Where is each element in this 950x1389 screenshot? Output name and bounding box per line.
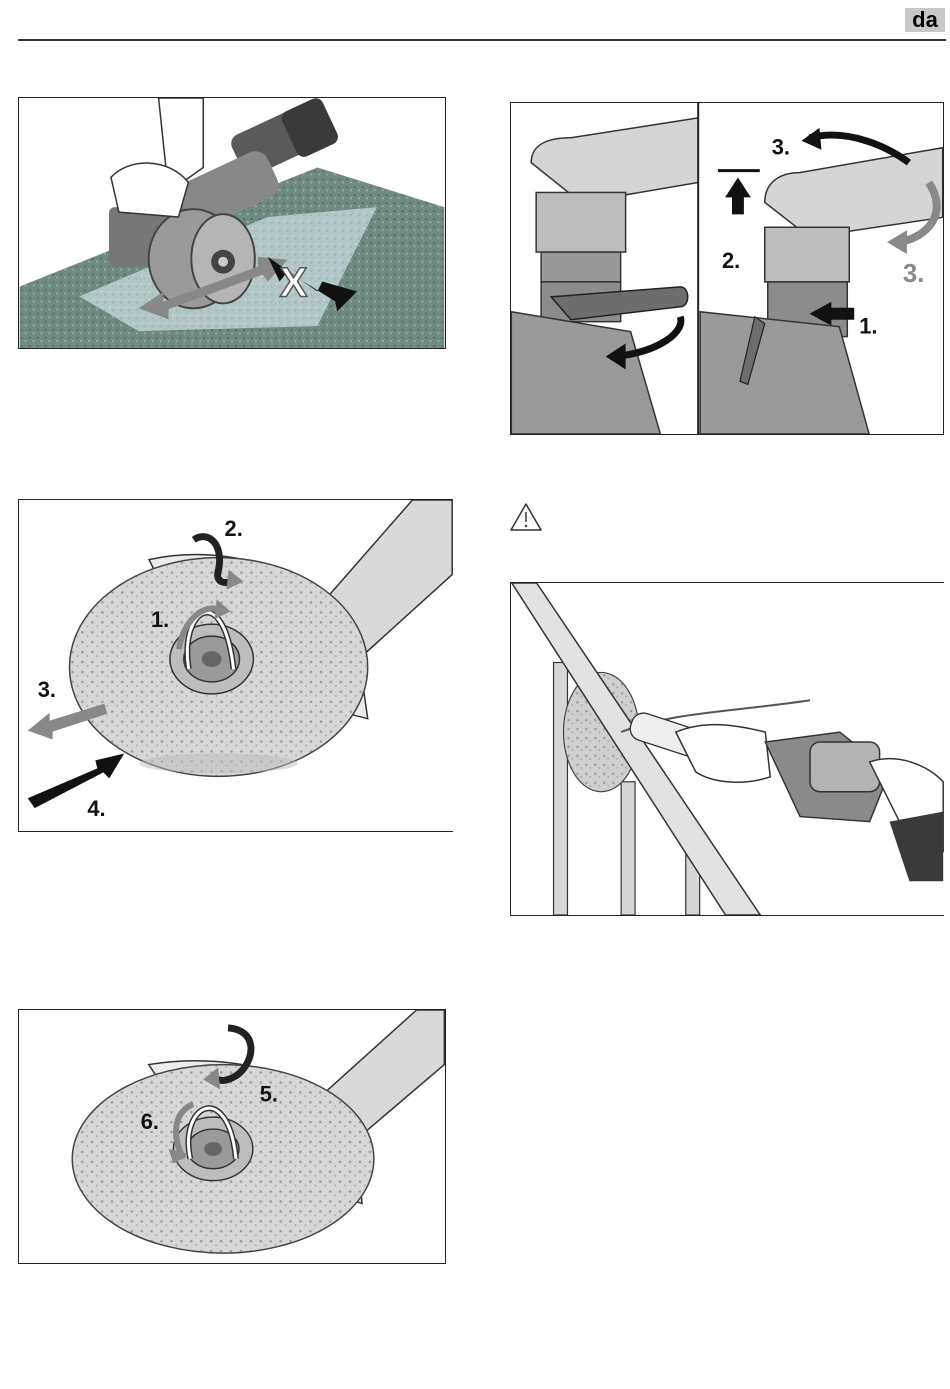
step-3-label: 3. (772, 135, 790, 160)
step-1-label: 1. (859, 314, 877, 339)
figure-railing-sanding (510, 582, 944, 916)
header-rule (18, 39, 946, 41)
figure-brush-sanding: X (18, 97, 446, 349)
not-allowed-mark: X (280, 258, 308, 305)
step-3-label: 3. (38, 677, 56, 702)
step-5-label: 5. (260, 1081, 278, 1106)
warning-triangle-icon (509, 502, 543, 532)
step-6-label: 6. (141, 1109, 159, 1134)
brush-sanding-illustration: X (19, 98, 445, 348)
step-2-label: 2. (225, 516, 243, 541)
language-badge: da (905, 8, 945, 32)
figure-disc-removal: 1. 2. 3. 4. (18, 499, 453, 832)
step-3-grey-label: 3. (903, 260, 925, 288)
step-2-label: 2. (722, 248, 740, 273)
step-1-label: 1. (151, 607, 169, 632)
railing-sanding-illustration (511, 583, 944, 915)
figure-head-rotation: 1. 2. 3. 3. (510, 102, 944, 435)
figure-disc-fitting: 5. 6. (18, 1009, 446, 1264)
head-rotation-illustration: 1. 2. 3. 3. (511, 103, 943, 434)
disc-removal-illustration: 1. 2. 3. 4. (19, 500, 453, 831)
disc-fitting-illustration: 5. 6. (19, 1010, 445, 1263)
step-4-label: 4. (87, 796, 105, 821)
